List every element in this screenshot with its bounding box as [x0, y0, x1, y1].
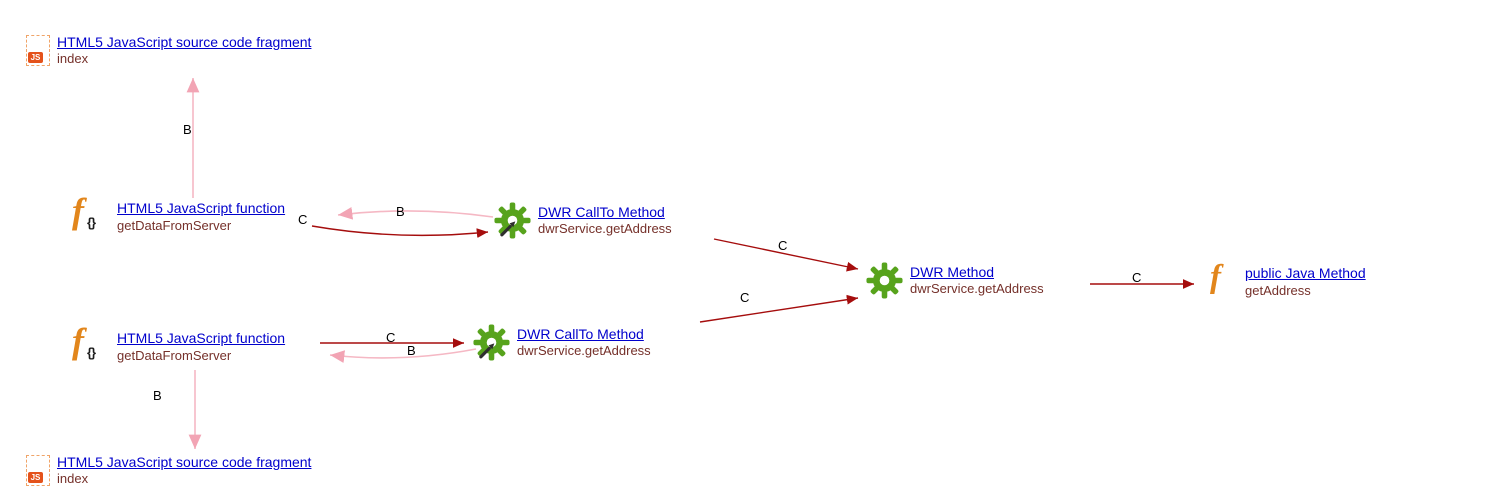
edge-label: B — [183, 122, 192, 137]
js-file-icon: JS — [26, 455, 50, 487]
node-title-link[interactable]: HTML5 JavaScript source code fragment — [57, 34, 312, 50]
gear-arrow-icon — [473, 324, 510, 361]
node-title-link[interactable]: DWR CallTo Method — [517, 325, 644, 342]
edge-label: C — [778, 238, 788, 253]
node-subtitle: dwrService.getAddress — [538, 221, 672, 237]
function-glyph: f — [72, 321, 84, 361]
braces-glyph: {} — [87, 215, 96, 230]
gear-arrow-icon — [494, 202, 531, 239]
node-subtitle: index — [57, 51, 89, 67]
edge-calltotop-to-functop — [337, 206, 494, 220]
edge-calltobottom-to-dwrmethod — [699, 294, 859, 323]
node-java-method: f public Java Method getAddress — [1208, 259, 1366, 302]
node-subtitle: getDataFromServer — [117, 347, 232, 363]
edge-label: B — [396, 204, 405, 219]
edge-label: C — [386, 330, 396, 345]
node-title-link[interactable]: DWR Method — [910, 263, 995, 280]
node-subtitle: dwrService.getAddress — [910, 281, 1044, 297]
edge-label: C — [1132, 270, 1142, 285]
node-title-link[interactable]: DWR CallTo Method — [538, 203, 665, 220]
node-dwr-method: DWR Method dwrService.getAddress — [866, 262, 1044, 299]
edge-calltobottom-to-funcbottom — [329, 348, 477, 363]
braces-glyph: {} — [87, 345, 96, 360]
node-subtitle: dwrService.getAddress — [517, 343, 651, 359]
js-badge: JS — [28, 52, 43, 64]
node-subtitle: getAddress — [1245, 282, 1311, 298]
node-title-link[interactable]: HTML5 JavaScript function — [117, 200, 286, 217]
node-callto-bottom: DWR CallTo Method dwrService.getAddress — [473, 324, 651, 361]
edge-label: C — [298, 212, 308, 227]
js-function-icon: f {} — [70, 191, 110, 238]
node-title-link[interactable]: public Java Method — [1245, 265, 1366, 282]
node-callto-top: DWR CallTo Method dwrService.getAddress — [494, 202, 672, 239]
edge-calltotop-to-dwrmethod — [713, 238, 859, 272]
function-glyph: f — [72, 191, 84, 231]
function-glyph: f — [1210, 259, 1221, 295]
js-badge: JS — [28, 472, 43, 484]
node-title-link[interactable]: HTML5 JavaScript source code fragment — [57, 454, 312, 470]
node-func-top: f {} HTML5 JavaScript function getDataFr… — [70, 191, 286, 238]
node-title-link[interactable]: HTML5 JavaScript function — [117, 330, 286, 347]
java-method-icon: f — [1208, 259, 1238, 302]
js-function-icon: f {} — [70, 321, 110, 368]
gear-icon — [866, 262, 903, 299]
edge-label: B — [153, 388, 162, 403]
edge-label: C — [740, 290, 750, 305]
node-src-bottom: JS HTML5 JavaScript source code fragment… — [26, 453, 311, 488]
js-file-icon: JS — [26, 35, 50, 67]
node-src-top: JS HTML5 JavaScript source code fragment… — [26, 33, 311, 68]
edge-functop-to-calltotop — [311, 225, 489, 239]
node-subtitle: getDataFromServer — [117, 217, 232, 233]
node-func-bottom: f {} HTML5 JavaScript function getDataFr… — [70, 321, 286, 368]
node-subtitle: index — [57, 471, 89, 487]
edge-label: B — [407, 343, 416, 358]
